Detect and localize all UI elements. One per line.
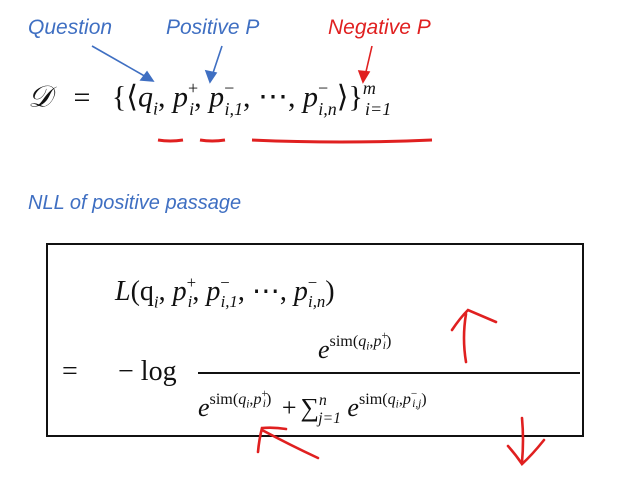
fraction-numerator: esim(qi,p+i) <box>318 330 392 364</box>
question-arrow <box>91 45 155 82</box>
nll-title: NLL of positive passage <box>28 192 242 214</box>
positive-underline <box>199 138 226 143</box>
dataset-symbol: 𝒟 <box>28 80 52 114</box>
positive-arrow <box>204 45 223 84</box>
question-underline <box>157 138 184 143</box>
loss-equals: = <box>62 356 78 387</box>
dataset-equation: 𝒟 = {⟨qi, p+i, p−i,1, ⋯, p−i,n⟩}mi=1 <box>28 78 392 119</box>
fraction-bar <box>198 372 580 374</box>
up-arrow-numerator <box>450 308 498 364</box>
up-arrow-denominator <box>256 426 320 460</box>
negative-arrow <box>357 45 373 84</box>
loss-lhs: L(qi, p+i, p−i,1, ⋯, p−i,n) <box>115 273 335 312</box>
negative-underline <box>251 138 433 144</box>
fraction-denominator: esim(qi,p+i) +∑nj=1 esim(qi,p−i,j) <box>198 388 427 427</box>
positive-p-label: Positive P <box>166 16 260 39</box>
down-arrow-negatives <box>506 416 546 466</box>
neg-log: − log <box>118 356 177 387</box>
negative-p-label: Negative P <box>328 16 431 39</box>
loss-box <box>46 243 584 437</box>
question-label: Question <box>28 16 113 39</box>
